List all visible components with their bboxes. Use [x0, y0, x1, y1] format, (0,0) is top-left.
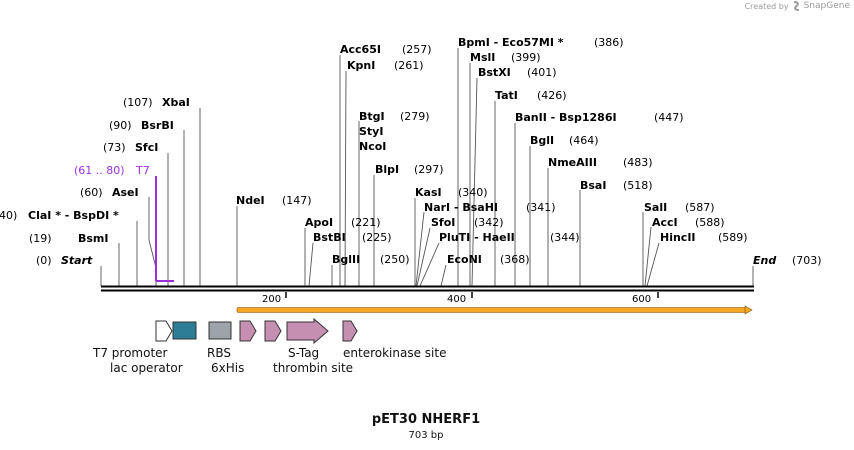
feature-label-t7-promoter: T7 promoter: [92, 346, 168, 360]
site-name-bstxi[interactable]: BstXI: [478, 66, 511, 79]
t7-promoter-feature[interactable]: [155, 320, 173, 342]
snapgene-credit: Created by SnapGene: [745, 1, 850, 11]
site-name-sali[interactable]: SalI: [644, 201, 667, 214]
feature-label-s-tag: S-Tag: [288, 346, 319, 360]
site-name-tati[interactable]: TatI: [495, 89, 518, 102]
site-name-acc65i[interactable]: Acc65I: [340, 43, 381, 56]
end-pos: (703): [792, 254, 822, 267]
tick-label-600: 600: [632, 294, 651, 305]
primer-pos-t7: (61 .. 80): [74, 164, 125, 177]
site-name-bglii[interactable]: BglII: [332, 253, 360, 266]
site-name-asei[interactable]: AseI: [112, 186, 139, 199]
site-pos-sfoi: (342): [474, 216, 504, 229]
site-pos-btgi: (279): [400, 110, 430, 123]
site-name-bpmi[interactable]: BpmI - Eco57MI *: [458, 36, 564, 49]
site-pos-apoi: (221): [351, 216, 381, 229]
site-name-nari[interactable]: NarI - BsaHI: [424, 201, 498, 214]
site-name-ndei[interactable]: NdeI: [236, 194, 265, 207]
credit-prefix: Created by: [744, 1, 789, 11]
site-name-bsmi[interactable]: BsmI: [78, 232, 109, 245]
s-tag-feature[interactable]: [286, 317, 329, 345]
site-pos-sali: (587): [685, 201, 715, 214]
site-name-msli[interactable]: MslI: [470, 51, 495, 64]
site-name-kasi[interactable]: KasI: [415, 186, 442, 199]
tick-label-200: 200: [262, 294, 281, 305]
feature-label-rbs: RBS: [207, 346, 231, 360]
tick-label-400: 400: [447, 294, 466, 305]
site-name-btgi[interactable]: BtgI: [359, 110, 385, 123]
plasmid-length: 703 bp: [409, 430, 444, 441]
site-pos-bpmi: (386): [594, 36, 624, 49]
site-name-ncoi[interactable]: NcoI: [359, 140, 386, 153]
6xhis-feature[interactable]: [239, 320, 257, 342]
site-name-bstbi[interactable]: BstBI: [313, 231, 346, 244]
site-pos-hincii: (589): [718, 231, 748, 244]
site-pos-sfci: (73): [103, 141, 126, 154]
site-name-econi[interactable]: EcoNI: [447, 253, 482, 266]
site-pos-tati: (426): [537, 89, 567, 102]
site-name-kpni[interactable]: KpnI: [347, 59, 375, 72]
site-pos-banii: (447): [654, 111, 684, 124]
start-label: Start: [61, 254, 93, 267]
feature-label-thrombin-site: thrombin site: [273, 361, 353, 375]
site-pos-kpni: (261): [394, 59, 424, 72]
snapgene-logo-icon: [793, 1, 799, 11]
site-name-acci[interactable]: AccI: [652, 216, 678, 229]
site-name-bgli[interactable]: BglI: [530, 134, 554, 147]
plasmid-title: pET30 NHERF1: [372, 412, 480, 427]
site-pos-bstxi: (401): [527, 66, 557, 79]
site-name-banii[interactable]: BanII - Bsp1286I: [515, 111, 617, 124]
primer-name-t7[interactable]: T7: [135, 164, 150, 177]
site-name-bsai[interactable]: BsaI: [580, 179, 606, 192]
site-name-hincii[interactable]: HincII: [660, 231, 696, 244]
feature-label-enterokinase-site: enterokinase site: [343, 346, 446, 360]
orf-arrow-head[interactable]: [744, 305, 753, 315]
lac-operator-feature[interactable]: [172, 321, 197, 340]
site-name-xbai[interactable]: XbaI: [162, 96, 190, 109]
credit-brand: SnapGene: [803, 1, 850, 11]
site-name-clai[interactable]: ClaI * - BspDI *: [28, 209, 119, 222]
site-pos-acc65i: (257): [402, 43, 432, 56]
site-pos-blpi: (297): [414, 163, 444, 176]
site-pos-nmeaiii: (483): [623, 156, 653, 169]
enterokinase-site-feature[interactable]: [342, 320, 358, 342]
site-name-blpi[interactable]: BlpI: [375, 163, 399, 176]
site-pos-bsmi: (19): [29, 232, 52, 245]
site-name-nmeaiii[interactable]: NmeAIII: [548, 156, 597, 169]
site-name-pluti[interactable]: PluTI - HaeII: [439, 231, 515, 244]
site-name-apoi[interactable]: ApoI: [305, 216, 333, 229]
site-pos-bglii: (250): [380, 253, 410, 266]
site-pos-asei: (60): [80, 186, 103, 199]
site-pos-kasi: (340): [458, 186, 488, 199]
site-name-bsrbi[interactable]: BsrBI: [141, 119, 174, 132]
feature-label-6xhis: 6xHis: [211, 361, 244, 375]
site-pos-msli: (399): [511, 51, 541, 64]
site-pos-ndei: (147): [282, 194, 312, 207]
site-name-sfoi[interactable]: SfoI: [431, 216, 455, 229]
rbs-feature[interactable]: [208, 321, 232, 340]
site-connector-lines: [100, 48, 754, 287]
site-pos-xbai: (107): [123, 96, 153, 109]
site-pos-bsai: (518): [623, 179, 653, 192]
orf-arrow-body[interactable]: [236, 307, 747, 313]
site-pos-acci: (588): [695, 216, 725, 229]
site-pos-bstbi: (225): [362, 231, 392, 244]
site-pos-clai: 40): [0, 209, 17, 222]
site-pos-econi: (368): [500, 253, 530, 266]
start-pos: (0): [36, 254, 52, 267]
site-pos-bgli: (464): [569, 134, 599, 147]
end-label: End: [753, 254, 776, 267]
site-pos-pluti: (344): [550, 231, 580, 244]
feature-label-lac-operator: lac operator: [110, 361, 183, 375]
site-name-styi[interactable]: StyI: [359, 125, 383, 138]
site-pos-bsrbi: (90): [109, 119, 132, 132]
site-name-sfci[interactable]: SfcI: [135, 141, 158, 154]
site-pos-nari: (341): [526, 201, 556, 214]
thrombin-site-feature[interactable]: [264, 320, 282, 342]
